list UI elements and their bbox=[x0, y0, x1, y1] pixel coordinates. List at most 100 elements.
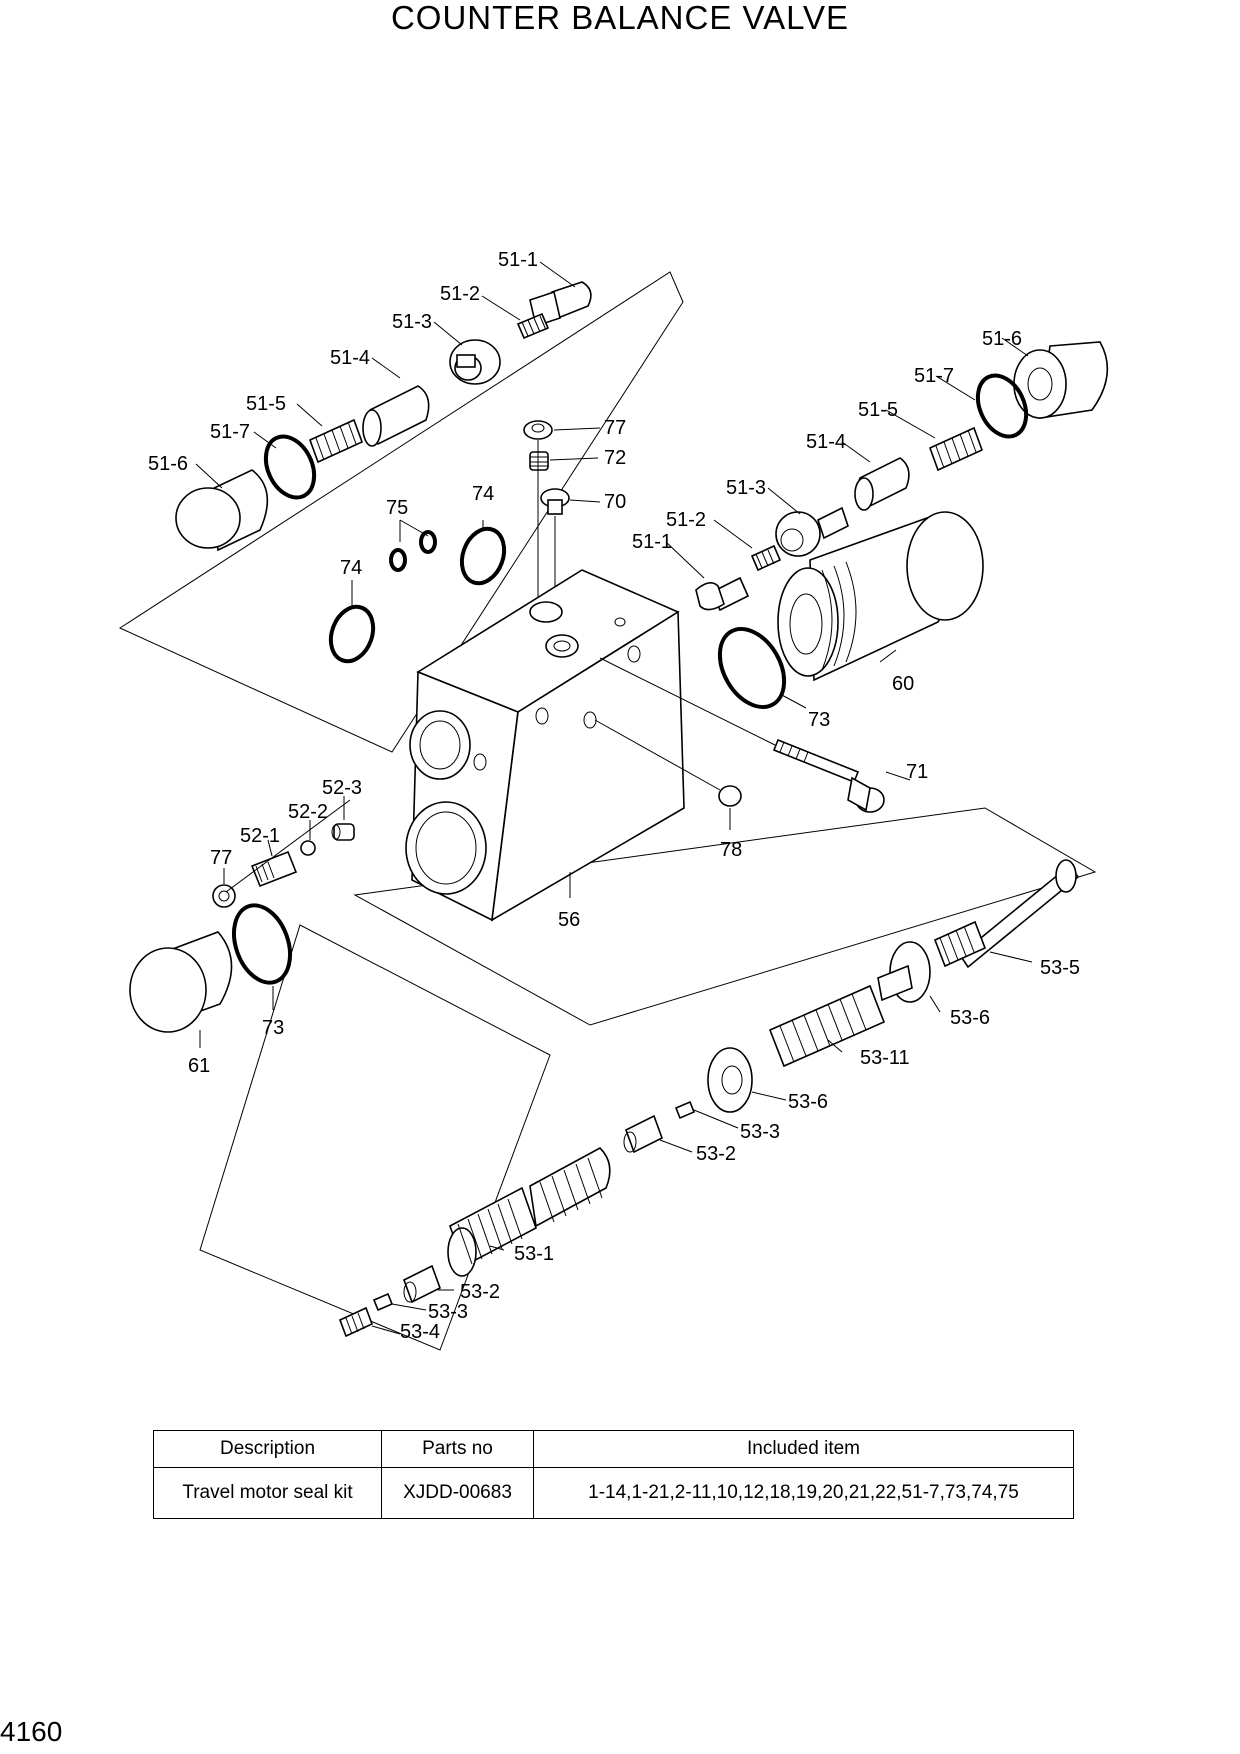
callout-77-left: 77 bbox=[210, 847, 232, 869]
callout-51-3-right: 51-3 bbox=[726, 477, 766, 499]
part-51-4-right bbox=[854, 457, 910, 511]
part-60-cap bbox=[777, 511, 984, 682]
part-51-2-top bbox=[516, 312, 550, 340]
assembly-line-pin bbox=[594, 719, 721, 791]
callout-75: 75 bbox=[386, 497, 408, 519]
part-53-1-sleeve bbox=[447, 1147, 611, 1277]
callout-77-top: 77 bbox=[604, 417, 626, 439]
part-56-valve-body bbox=[405, 569, 685, 922]
part-52-2-ball bbox=[300, 840, 316, 856]
part-52-1 bbox=[250, 850, 298, 888]
part-51-4-top bbox=[362, 385, 430, 447]
table-row: Travel motor seal kit XJDD-00683 1-14,1-… bbox=[153, 1467, 1074, 1519]
callout-74-a: 74 bbox=[472, 483, 494, 505]
header-description: Description bbox=[153, 1430, 382, 1468]
part-51-5-right bbox=[928, 426, 984, 472]
callout-51-4-right: 51-4 bbox=[806, 431, 846, 453]
callout-51-6-right: 51-6 bbox=[982, 328, 1022, 350]
part-75-oring-a bbox=[389, 548, 407, 572]
part-70-plug bbox=[540, 488, 570, 515]
table-header-row: Description Parts no Included item bbox=[153, 1430, 1074, 1468]
page-title: COUNTER BALANCE VALVE bbox=[390, 0, 850, 36]
callout-51-6-left: 51-6 bbox=[148, 453, 188, 475]
callout-53-4: 53-4 bbox=[400, 1321, 440, 1343]
part-51-5-top bbox=[308, 418, 364, 464]
seal-kit-table: Description Parts no Included item Trave… bbox=[153, 1430, 1074, 1519]
assembly-line-side bbox=[225, 799, 351, 893]
callout-53-6-a: 53-6 bbox=[950, 1007, 990, 1029]
callout-51-3-top: 51-3 bbox=[392, 311, 432, 333]
callout-52-3: 52-3 bbox=[322, 777, 362, 799]
callout-61: 61 bbox=[188, 1055, 210, 1077]
callout-53-2-b: 53-2 bbox=[460, 1281, 500, 1303]
part-53-3-pin-b bbox=[372, 1292, 394, 1312]
callout-51-5-right: 51-5 bbox=[858, 399, 898, 421]
part-51-7-oring-right bbox=[975, 373, 1029, 439]
part-74-oring-a bbox=[459, 526, 507, 586]
part-73-oring-right bbox=[717, 627, 787, 709]
part-73-oring-left bbox=[231, 903, 293, 985]
callout-56: 56 bbox=[558, 909, 580, 931]
part-52-3 bbox=[331, 823, 355, 841]
part-51-3-top bbox=[449, 339, 501, 385]
part-72-orifice bbox=[529, 451, 549, 471]
part-77-plug-top bbox=[523, 420, 553, 440]
cell-description: Travel motor seal kit bbox=[153, 1467, 382, 1519]
callout-53-3-b: 53-3 bbox=[428, 1301, 468, 1323]
spool-group-outline bbox=[353, 807, 1097, 1026]
callout-53-3-a: 53-3 bbox=[740, 1121, 780, 1143]
callout-74-b: 74 bbox=[340, 557, 362, 579]
part-53-2-seat-a bbox=[623, 1114, 663, 1154]
part-78-pin bbox=[718, 785, 742, 807]
callout-73-left: 73 bbox=[262, 1017, 284, 1039]
part-53-6-seat-a bbox=[877, 941, 931, 1003]
header-included-item: Included item bbox=[533, 1430, 1074, 1468]
callout-51-5-left: 51-5 bbox=[246, 393, 286, 415]
callout-53-11: 53-11 bbox=[860, 1047, 910, 1069]
callout-53-2-a: 53-2 bbox=[696, 1143, 736, 1165]
callout-71: 71 bbox=[906, 761, 928, 783]
leader-lines bbox=[195, 261, 1033, 1335]
callout-labels: 51-1 51-2 51-3 51-4 51-5 51-7 51-6 51-6 … bbox=[148, 249, 1080, 1343]
callout-52-2: 52-2 bbox=[288, 801, 328, 823]
exploded-parts-diagram: 51-1 51-2 51-3 51-4 51-5 51-7 51-6 51-6 … bbox=[118, 249, 1109, 1351]
upper-group-outline bbox=[118, 271, 684, 753]
header-parts-no: Parts no bbox=[381, 1430, 534, 1468]
part-51-2-right bbox=[750, 544, 782, 572]
part-61-cap bbox=[129, 931, 233, 1033]
cell-parts-no: XJDD-00683 bbox=[381, 1467, 534, 1519]
part-53-11-spring bbox=[768, 984, 886, 1068]
part-53-4-screw bbox=[338, 1306, 374, 1338]
page-number: 4160 bbox=[0, 1716, 63, 1747]
callout-72: 72 bbox=[604, 447, 626, 469]
part-51-3-right bbox=[775, 506, 849, 557]
part-77-plug-left bbox=[212, 884, 236, 908]
callout-51-2-top: 51-2 bbox=[440, 283, 480, 305]
callout-51-7-left: 51-7 bbox=[210, 421, 250, 443]
callout-53-5: 53-5 bbox=[1040, 957, 1080, 979]
callout-52-1: 52-1 bbox=[240, 825, 280, 847]
callout-73-right: 73 bbox=[808, 709, 830, 731]
part-53-5-spool bbox=[933, 859, 1080, 969]
cell-included-item: 1-14,1-21,2-11,10,12,18,19,20,21,22,51-7… bbox=[533, 1467, 1074, 1519]
callout-51-1-right: 51-1 bbox=[632, 531, 672, 553]
callout-78: 78 bbox=[720, 839, 742, 861]
part-71-bolt bbox=[772, 738, 885, 813]
part-51-7-oring-left bbox=[263, 434, 317, 500]
callout-53-1: 53-1 bbox=[514, 1243, 554, 1265]
part-53-6-seat-b bbox=[707, 1047, 753, 1113]
part-75-oring-b bbox=[419, 530, 437, 554]
callout-51-7-right: 51-7 bbox=[914, 365, 954, 387]
part-51-1-right bbox=[695, 576, 750, 612]
part-51-6-cap-left bbox=[175, 469, 269, 552]
part-74-oring-b bbox=[328, 604, 376, 664]
callout-60: 60 bbox=[892, 673, 914, 695]
part-53-3-pin-a bbox=[674, 1100, 696, 1120]
part-53-2-seat-b bbox=[403, 1264, 441, 1304]
assembly-line-bolt bbox=[599, 657, 776, 746]
callout-51-1-top: 51-1 bbox=[498, 249, 538, 271]
callout-53-6-b: 53-6 bbox=[788, 1091, 828, 1113]
callout-51-4-top: 51-4 bbox=[330, 347, 370, 369]
callout-70: 70 bbox=[604, 491, 626, 513]
part-51-6-cap-right bbox=[1013, 341, 1109, 419]
